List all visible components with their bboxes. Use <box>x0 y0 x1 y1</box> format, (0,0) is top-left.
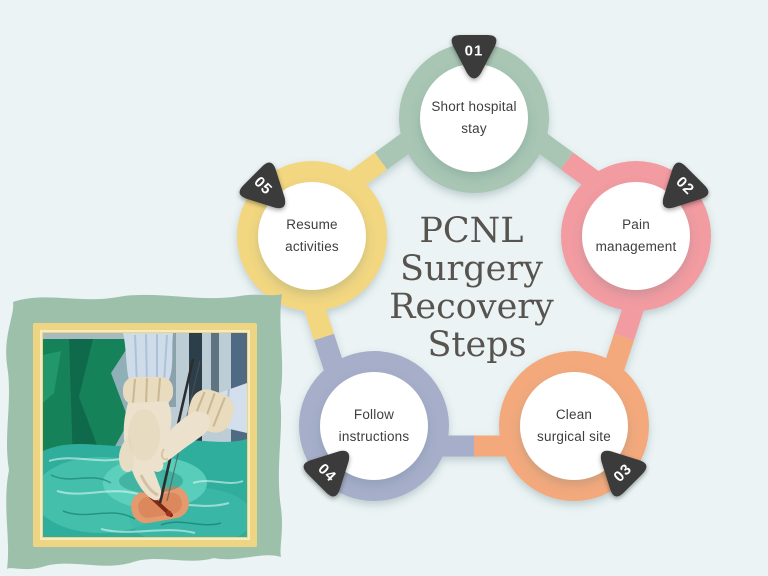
page-title: PCNL Surgery Recovery Steps <box>389 211 565 365</box>
step-ring-5 <box>237 161 387 311</box>
step-labels: Short hospital stay Pain management Clea… <box>285 99 676 444</box>
step-label-1-line1: Short hospital <box>431 99 516 114</box>
step-label-5-line1: Resume <box>286 217 337 232</box>
photo-frame-inner-line <box>40 330 250 540</box>
title-line: Recovery <box>389 287 554 327</box>
badge-shape-5 <box>239 162 286 209</box>
surgeon-right-hand <box>155 383 247 463</box>
thumb <box>118 435 135 473</box>
step-label-1-line2: stay <box>461 121 487 136</box>
badge-shape-1 <box>451 35 497 79</box>
instrument-tip <box>159 480 167 500</box>
step-circle-3 <box>520 372 628 480</box>
glove <box>155 411 211 463</box>
step-ring-3 <box>499 351 649 501</box>
badge-shape-4 <box>303 450 350 497</box>
incision-site <box>131 486 189 524</box>
badge-shape-3 <box>600 450 647 497</box>
step-label-4-line2: instructions <box>339 429 410 444</box>
title-line: Surgery <box>400 249 543 289</box>
step-label-3-line2: surgical site <box>537 429 611 444</box>
glove-cuff <box>123 377 173 405</box>
step-circles <box>258 64 690 480</box>
step-circle-2 <box>582 182 690 290</box>
step-badges <box>239 35 709 497</box>
photo-block <box>6 294 283 570</box>
step-label-4-line1: Follow <box>354 407 394 422</box>
title-line: Steps <box>427 325 526 365</box>
surgeon-left-hand <box>118 333 173 501</box>
badge-number-1: 01 <box>465 43 484 60</box>
step-label-2-line1: Pain <box>622 217 650 232</box>
step-label-3-line1: Clean <box>556 407 592 422</box>
step-circle-1 <box>420 64 528 172</box>
step-label-5-line2: activities <box>285 239 339 254</box>
surgery-photo <box>43 333 247 537</box>
step-circle-5 <box>258 182 366 290</box>
glove <box>123 401 172 501</box>
step-label-2-line2: management <box>596 239 677 254</box>
step-ring-2 <box>561 161 711 311</box>
step-ring-4 <box>299 351 449 501</box>
title-line: PCNL <box>419 211 523 251</box>
badge-shape-2 <box>662 162 709 209</box>
